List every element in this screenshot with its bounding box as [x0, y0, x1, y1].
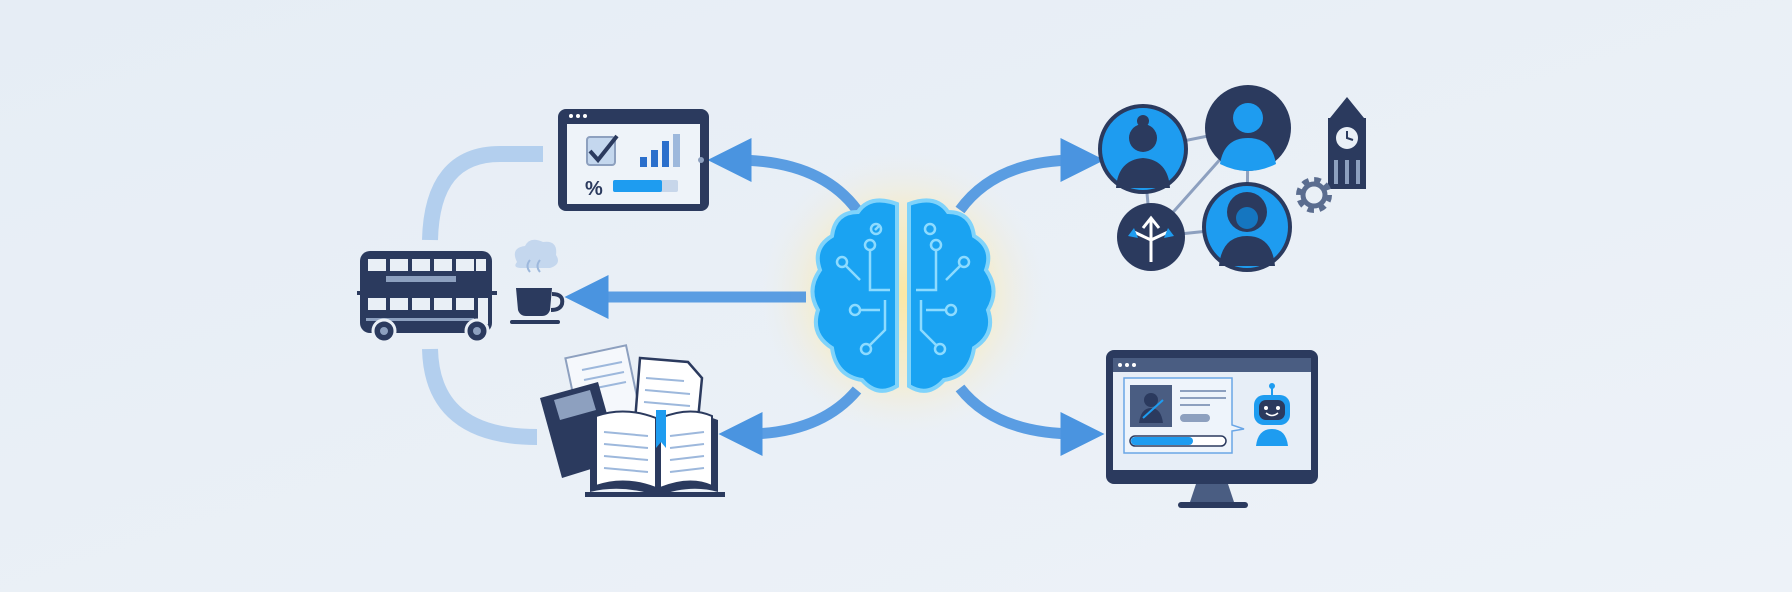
person-avatar: [1098, 104, 1188, 194]
arrow-to-monitor: [955, 384, 1105, 456]
double-decker-bus-icon: [357, 251, 497, 344]
arrow-to-people: [955, 138, 1105, 214]
monitor-progress-fill: [1131, 437, 1193, 445]
circuit-brain-icon: [810, 198, 996, 393]
tea-cup-icon: [510, 239, 565, 324]
books-documents-icon: [540, 344, 725, 497]
arrow-to-tablet: [707, 138, 862, 214]
robot-chatbot-icon: [1254, 383, 1290, 446]
people-network-icon: [1098, 85, 1292, 272]
arrows: [564, 138, 1105, 456]
monitor-chatbot-icon: [1106, 350, 1318, 508]
person-avatar: [1202, 182, 1292, 272]
brain-glow: [753, 144, 1053, 444]
left-connector-arcs: [422, 146, 543, 445]
tablet-progress-fill: [613, 180, 662, 192]
decision-arrows-icon: [1117, 203, 1185, 271]
clock-tower-icon: [1328, 97, 1366, 189]
arrow-to-books: [718, 386, 862, 456]
person-avatar: [1205, 85, 1291, 171]
tablet-dashboard-icon: %: [558, 109, 709, 211]
percent-glyph: %: [585, 178, 603, 200]
gear-icon: [1296, 177, 1332, 213]
